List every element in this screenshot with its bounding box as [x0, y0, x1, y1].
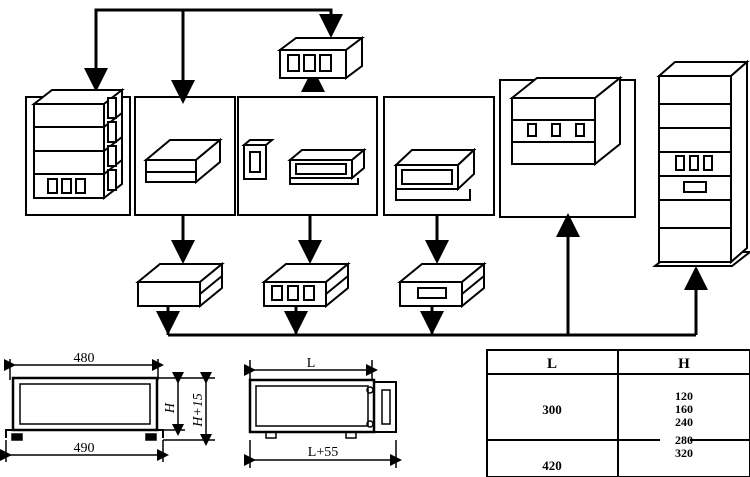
mid-chassis-right — [397, 261, 487, 309]
tall-rack-illustration — [652, 59, 750, 267]
top-distribution-lines — [84, 8, 343, 104]
downward-arrows — [171, 215, 449, 264]
instrument-chassis-illustration — [241, 139, 367, 185]
table-row-2-h-2: 320 — [675, 446, 693, 460]
table-header-l: L — [547, 356, 557, 372]
table-row-2-h-1: 280 — [675, 433, 693, 447]
mid-chassis-left — [135, 261, 225, 309]
drawer-chassis-illustration — [393, 147, 477, 201]
panel-instrument-chassis — [237, 96, 378, 216]
front-view-drawing — [0, 359, 215, 462]
front-bottom-width: 490 — [74, 441, 95, 456]
table-row-2-l: 420 — [542, 458, 562, 473]
side-view-drawing — [244, 360, 402, 468]
cabinet-illustration — [509, 75, 623, 167]
collecting-bus — [156, 213, 708, 337]
front-height-plus-label: H+15 — [191, 393, 206, 428]
panel-open-chassis — [134, 96, 236, 216]
size-table — [486, 349, 750, 477]
side-bottom-length: L+55 — [308, 445, 338, 460]
table-row-1-h-2: 160 — [675, 402, 693, 416]
mid-chassis-center — [261, 261, 351, 309]
front-top-width: 480 — [74, 351, 95, 366]
stacked-units-illustration — [31, 87, 125, 201]
top-module-unit — [277, 36, 365, 80]
table-row-1-h-3: 240 — [675, 415, 693, 429]
table-row-1-l: 300 — [542, 402, 562, 417]
panel-drawer-chassis — [383, 96, 495, 216]
side-top-length: L — [307, 356, 316, 371]
table-header-h: H — [678, 356, 690, 372]
open-chassis-illustration — [143, 137, 223, 185]
table-row-1-h-1: 120 — [675, 389, 693, 403]
front-height-label: H — [163, 402, 178, 414]
